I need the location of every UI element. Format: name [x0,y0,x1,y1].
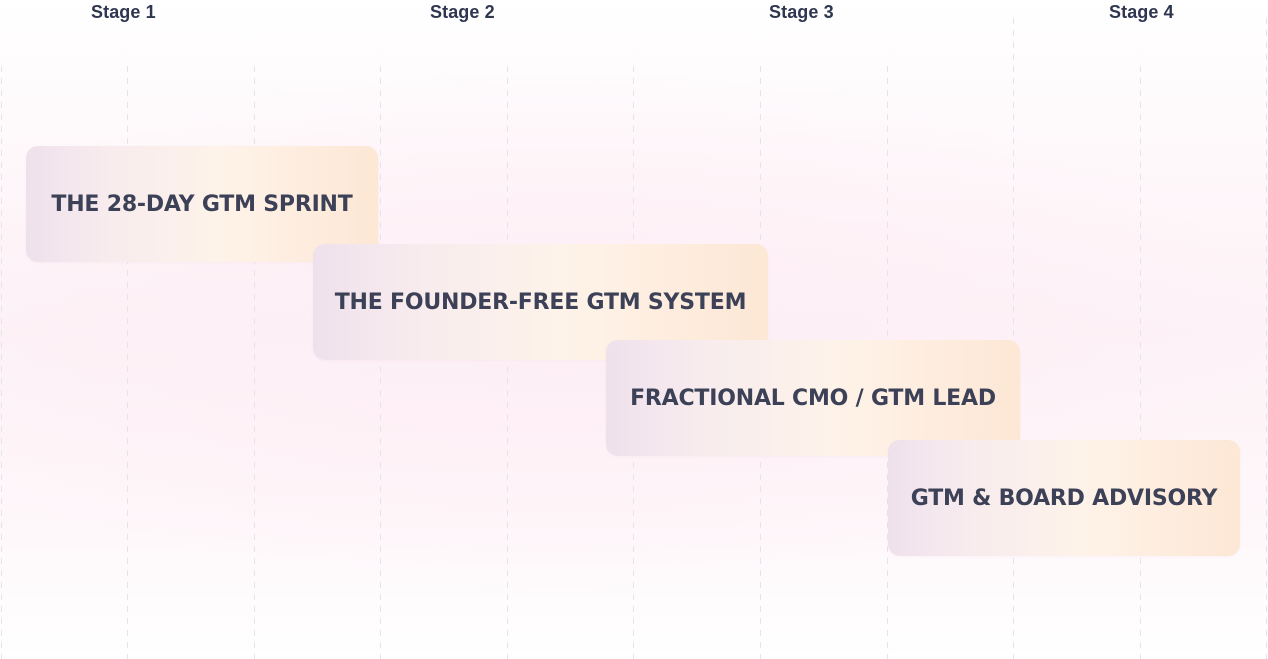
card-fractional-cmo-label: FRACTIONAL CMO / GTM LEAD [630,385,996,411]
stage-label-3: Stage 3 [769,2,834,22]
card-fractional-cmo: FRACTIONAL CMO / GTM LEAD [606,340,1020,456]
stage-label-1: Stage 1 [91,2,156,22]
card-board-advisory-label: GTM & BOARD ADVISORY [910,485,1218,511]
card-founder-free-system-label: THE FOUNDER-FREE GTM SYSTEM [334,289,747,315]
card-board-advisory: GTM & BOARD ADVISORY [888,440,1240,556]
card-gtm-sprint: THE 28-DAY GTM SPRINT [26,146,378,262]
stage-label-2: Stage 2 [430,2,495,22]
stage-label-4: Stage 4 [1109,2,1174,22]
card-gtm-sprint-label: THE 28-DAY GTM SPRINT [51,191,353,217]
